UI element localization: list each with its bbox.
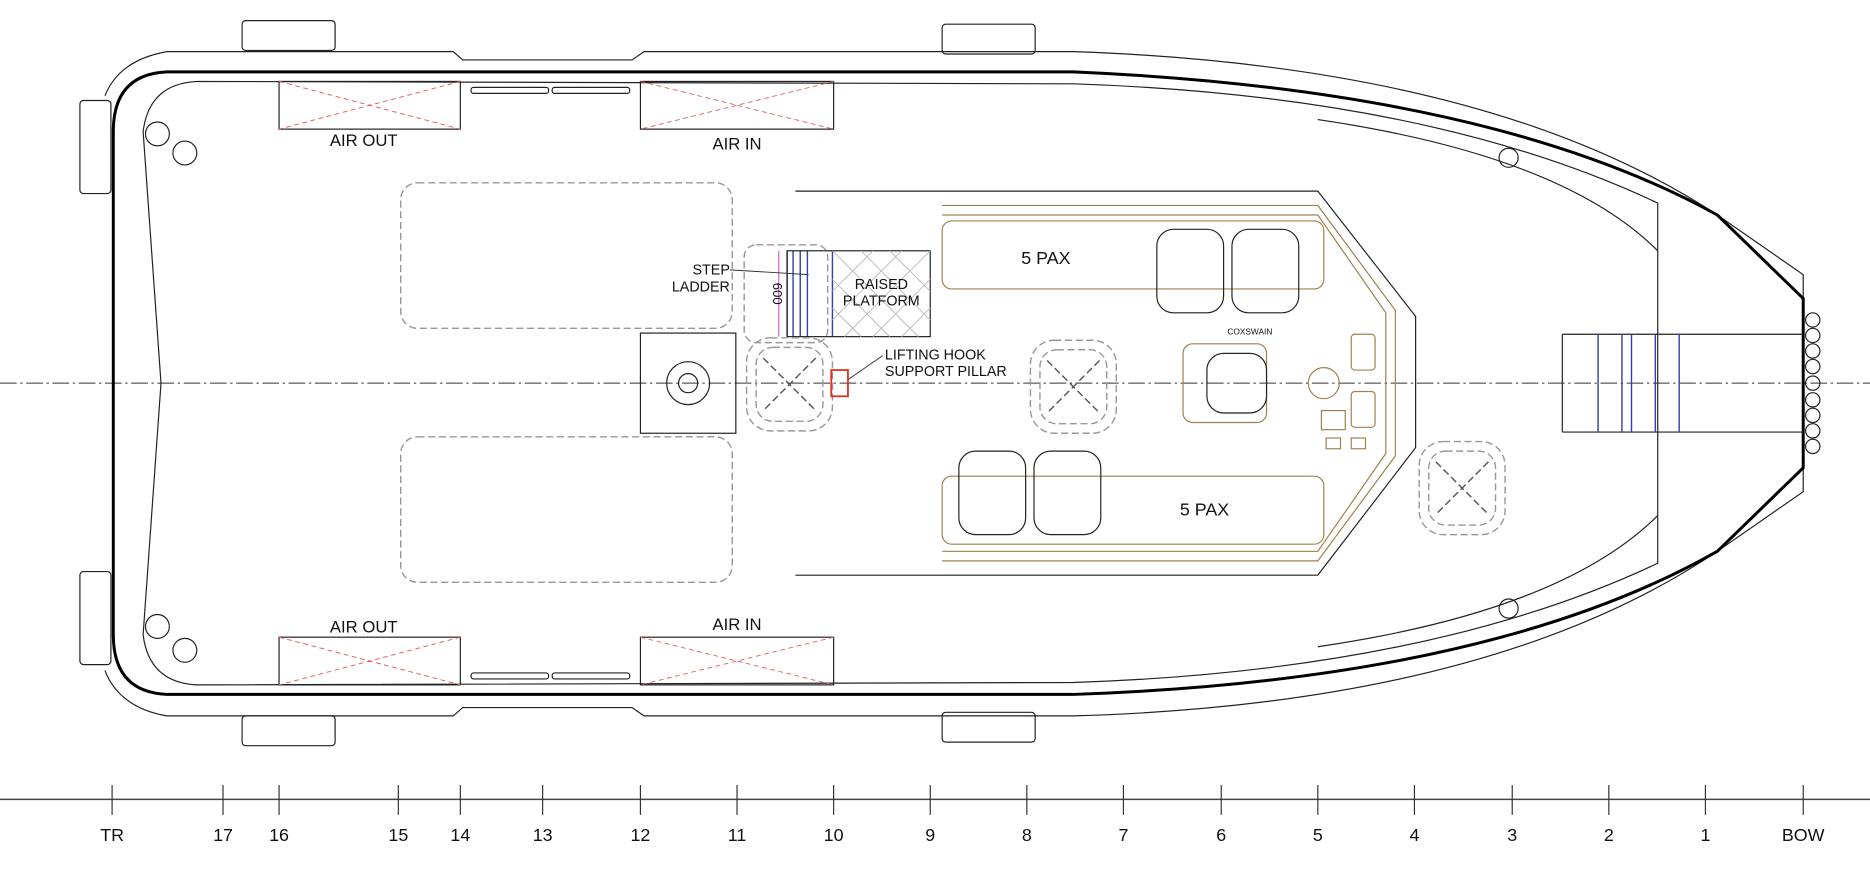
frame-label: 5 [1313, 825, 1323, 845]
bow-hatch [1561, 333, 1804, 433]
frame-label: 1 [1700, 825, 1710, 845]
air-in-top-label: AIR IN [712, 134, 761, 153]
step-label-1: STEP [693, 263, 730, 279]
console-instruments [1320, 333, 1376, 450]
passenger-figures [958, 228, 1300, 536]
bench-bottom [941, 475, 1325, 545]
raised-platform-label-1: RAISED [855, 277, 908, 293]
lifting-hook-label-1: LIFTING HOOK [885, 347, 986, 363]
pax-bottom-label: 5 PAX [1180, 500, 1229, 520]
coxswain-label: COXSWAIN [1227, 326, 1272, 336]
frame-label: 4 [1409, 825, 1419, 845]
lifting-hook-label-2: SUPPORT PILLAR [885, 364, 1007, 380]
hatch-top [399, 182, 733, 330]
air-out-bottom-label: AIR OUT [330, 617, 398, 636]
liferafts [745, 337, 1506, 536]
frame-label: 17 [213, 825, 233, 845]
dimension-label: 600 [770, 283, 785, 305]
cabin-outline [795, 190, 1417, 576]
winch-box [639, 332, 737, 434]
frame-label: 9 [925, 825, 935, 845]
frame-label: TR [100, 825, 124, 845]
bow-ladder [1597, 334, 1680, 433]
frame-label: BOW [1782, 825, 1825, 845]
frame-label: 7 [1118, 825, 1128, 845]
air-out-top-label: AIR OUT [330, 131, 398, 150]
cleats [144, 121, 1519, 663]
steering-wheel-icon [1307, 367, 1340, 400]
air-vents [278, 80, 835, 686]
hull-outline [111, 70, 1805, 696]
bow-fenders [1805, 312, 1821, 455]
fender-pads [79, 20, 1036, 747]
inner-deck-line [142, 80, 1659, 686]
air-in-bottom-label: AIR IN [712, 615, 761, 634]
hook-leader [847, 355, 883, 380]
frame-label: 11 [728, 825, 747, 845]
hatch-bottom [399, 436, 733, 584]
frame-label: 8 [1022, 825, 1032, 845]
lifting-hook-pillar [830, 369, 849, 398]
chine-line [1317, 119, 1659, 648]
frame-label: 10 [824, 825, 844, 845]
frame-label: 15 [388, 825, 408, 845]
frame-label: 3 [1507, 825, 1517, 845]
frame-label: 16 [269, 825, 289, 845]
step-label-2: LADDER [672, 279, 730, 295]
frame-label: 13 [533, 825, 553, 845]
fender-outline [104, 51, 1804, 717]
ladder-outline [743, 244, 829, 344]
frame-label: 14 [450, 825, 470, 845]
raised-platform-label-2: PLATFORM [843, 294, 920, 310]
frame-label: 12 [630, 825, 650, 845]
coxswain-figure [1206, 352, 1268, 414]
raised-platform [786, 250, 931, 338]
winch-icon [666, 361, 711, 406]
pax-top-label: 5 PAX [1021, 248, 1070, 268]
cabin-inner [942, 204, 1396, 562]
frame-label: 6 [1216, 825, 1226, 845]
frame-label: 2 [1604, 825, 1614, 845]
platform-hatching [832, 250, 931, 337]
leader-line [729, 269, 809, 276]
frame-scale: TR 17 16 15 14 13 12 11 10 9 8 7 6 5 4 3 2 1 BOW [100, 785, 1825, 845]
bench-top [941, 220, 1325, 290]
